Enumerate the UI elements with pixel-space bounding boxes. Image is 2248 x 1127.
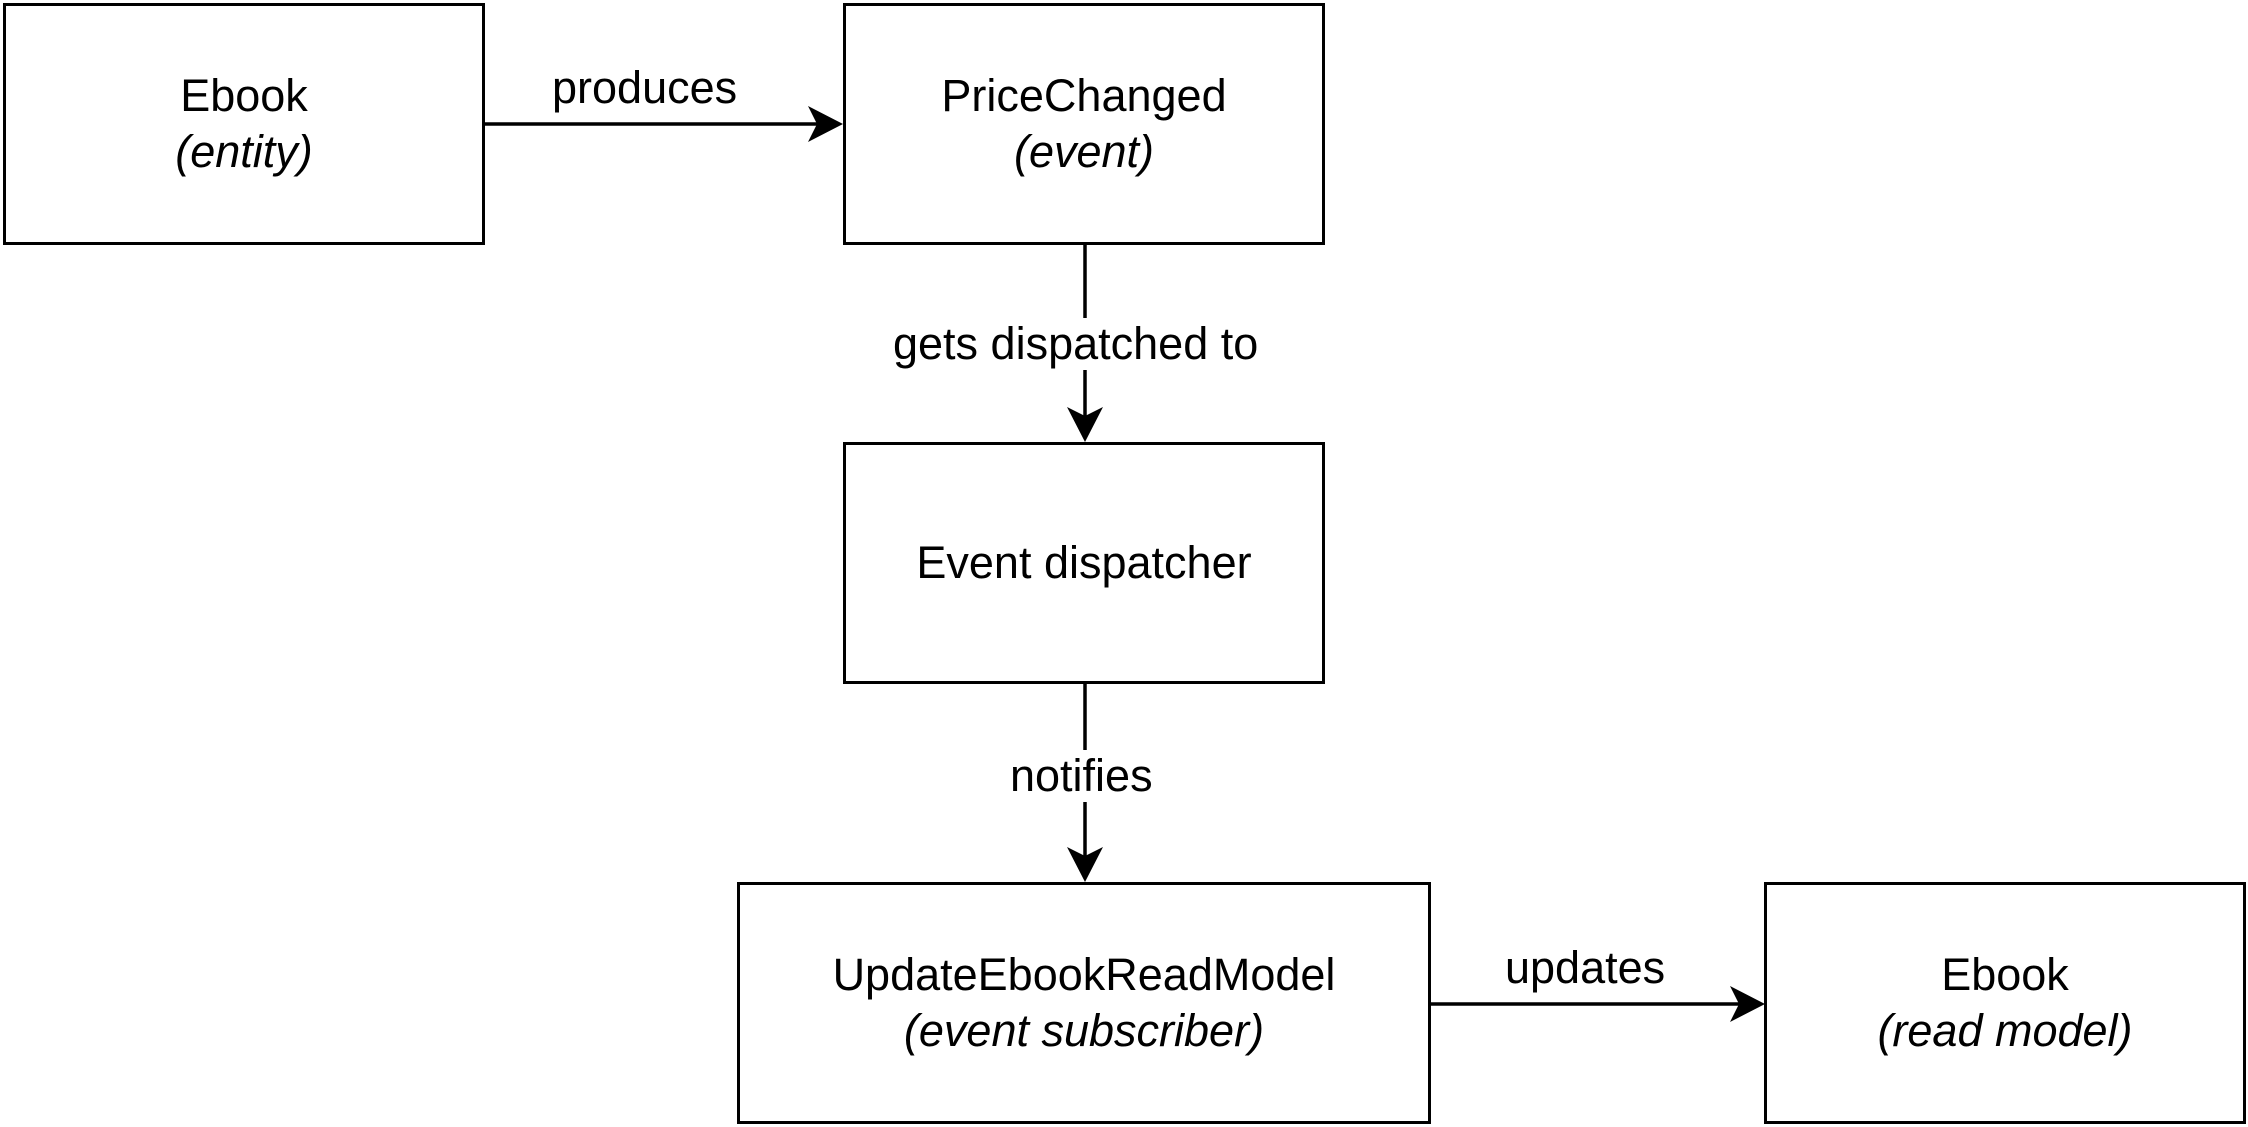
ebook-read-model-node: Ebook (read model)	[1764, 882, 2246, 1124]
price-changed-node: PriceChanged (event)	[843, 3, 1325, 245]
update-read-model-subtitle: (event subscriber)	[903, 1005, 1265, 1056]
updates-arrowhead-icon	[1730, 986, 1765, 1022]
ebook-read-model-title: Ebook	[1941, 949, 2069, 1000]
event-dispatcher-node: Event dispatcher	[843, 442, 1325, 684]
ebook-entity-title: Ebook	[180, 70, 308, 121]
ebook-read-model-subtitle: (read model)	[1877, 1005, 2133, 1056]
price-changed-subtitle: (event)	[1013, 126, 1155, 177]
notifies-label: notifies	[1006, 750, 1157, 802]
dispatched-arrowhead-icon	[1067, 407, 1103, 442]
ebook-entity-node: Ebook (entity)	[3, 3, 485, 245]
event-dispatcher-title: Event dispatcher	[916, 537, 1252, 588]
ebook-entity-subtitle: (entity)	[175, 126, 313, 177]
update-read-model-title: UpdateEbookReadModel	[832, 949, 1336, 1000]
produces-arrowhead-icon	[808, 106, 843, 142]
dispatched-label: gets dispatched to	[889, 318, 1263, 370]
notifies-arrowhead-icon	[1067, 847, 1103, 882]
produces-label: produces	[552, 62, 738, 113]
updates-label: updates	[1505, 942, 1666, 993]
update-read-model-node: UpdateEbookReadModel (event subscriber)	[737, 882, 1431, 1124]
price-changed-title: PriceChanged	[941, 70, 1227, 121]
